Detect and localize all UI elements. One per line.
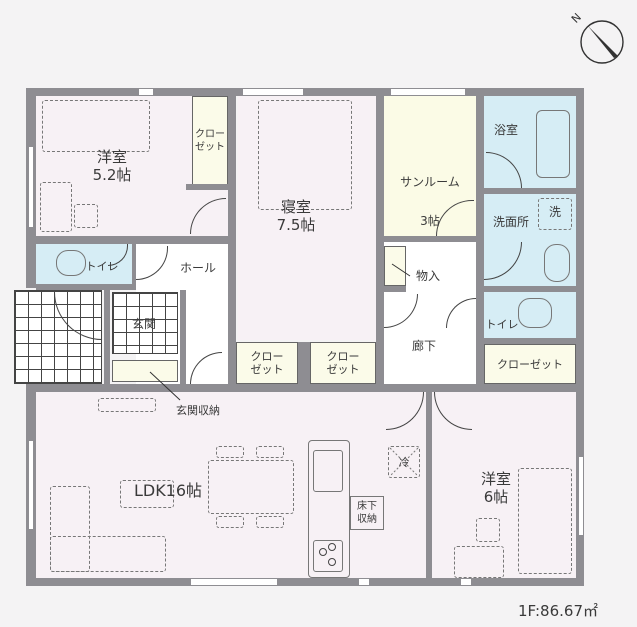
toilet-fixture-1	[56, 250, 86, 276]
label-storage: 物入	[415, 269, 440, 283]
closet-2	[236, 342, 298, 384]
wall-int-15	[186, 184, 228, 190]
label-closet-4: クローゼット	[497, 358, 563, 371]
label-toilet-1: トイレ	[85, 260, 119, 273]
room-size: 5.2帖	[92, 166, 132, 184]
fridge-mark: 冷	[398, 456, 410, 469]
window-top-2	[242, 88, 304, 96]
kitchen-sink	[313, 450, 343, 492]
window-right-1	[578, 456, 584, 536]
entrance-tiles	[112, 292, 178, 354]
room-name: サンルーム	[400, 175, 460, 189]
label-bedroom: 寝室 7.5帖	[256, 198, 336, 234]
window-left-2	[28, 440, 34, 530]
dining-chair-1	[216, 446, 244, 458]
window-bottom-1	[190, 578, 278, 586]
label-bathroom: 浴室	[493, 123, 518, 137]
washbasin	[544, 244, 570, 282]
label-underfloor-storage: 床下 収納	[357, 501, 377, 525]
bed-1	[42, 100, 150, 152]
wall-int-9	[26, 384, 584, 392]
label-hall: ホール	[179, 261, 216, 275]
window-bottom-2	[358, 578, 370, 586]
wall-int-4	[36, 236, 228, 244]
dining-table	[208, 460, 294, 514]
wall-int-5	[384, 236, 476, 242]
bathtub	[536, 110, 570, 178]
compass: N	[568, 8, 624, 64]
wall-int-3	[476, 88, 484, 392]
underfloor-storage-box	[350, 496, 384, 530]
desk-2	[454, 546, 504, 578]
room-size: 7.5帖	[276, 216, 316, 234]
label-closet-1: クロー ゼット	[195, 129, 225, 153]
dining-chair-3	[216, 516, 244, 528]
chair-2	[476, 518, 500, 542]
coffee-table	[120, 480, 174, 508]
label-western-1: 洋室 5.2帖	[72, 148, 152, 184]
kitchen-counter	[308, 440, 350, 578]
wall-right	[576, 88, 584, 586]
bed-double	[258, 100, 352, 210]
fridge-space	[388, 446, 420, 478]
room-ldk	[36, 392, 426, 578]
wall-int-10	[426, 392, 432, 578]
room-size: 6帖	[483, 488, 509, 506]
north-arrow-icon: N	[569, 11, 624, 64]
wall-bottom	[26, 578, 584, 586]
chair-1	[74, 204, 98, 228]
floor-area: 1F:86.67㎡	[517, 602, 598, 620]
bed-2	[518, 468, 572, 574]
room-name: 寝室	[280, 198, 311, 216]
dining-chair-2	[256, 446, 284, 458]
window-bottom-3	[460, 578, 472, 586]
washing-machine	[538, 198, 572, 230]
wall-int-2	[376, 88, 384, 384]
room-bedroom	[238, 96, 378, 340]
wall-top	[26, 88, 584, 96]
wall-int-6	[484, 188, 576, 194]
sofa-seat	[50, 536, 166, 572]
room-toilet-2	[484, 292, 576, 338]
label-corridor: 廊下	[411, 339, 436, 353]
label-closet-3: クロー ゼット	[326, 350, 360, 376]
wall-int-11	[132, 244, 136, 284]
closet-4	[484, 344, 576, 384]
label-toilet-2: トイレ	[485, 318, 519, 331]
wall-int-17	[298, 342, 310, 384]
label-western-2: 洋室 6帖	[466, 470, 526, 506]
wall-int-13	[104, 290, 110, 384]
toilet-fixture-2	[518, 298, 552, 328]
wall-int-7	[484, 286, 576, 292]
label-entrance-storage: 玄関収納	[176, 404, 220, 417]
label-entrance: 玄関	[131, 317, 156, 331]
room-name: 洋室	[96, 148, 127, 166]
window-left-1	[28, 146, 34, 228]
closet-1	[192, 96, 228, 186]
room-name: 洋室	[480, 470, 511, 488]
entrance-storage-icon	[98, 398, 156, 412]
dining-chair-4	[256, 516, 284, 528]
wall-int-1	[228, 88, 236, 384]
closet-3	[310, 342, 376, 384]
label-washroom: 洗面所	[492, 215, 529, 229]
wall-int-14	[180, 290, 186, 384]
label-closet-2: クロー ゼット	[250, 350, 284, 376]
wall-int-16	[384, 286, 406, 292]
wall-int-8	[484, 338, 576, 344]
room-size: 3帖	[420, 214, 440, 228]
washer-mark: 洗	[548, 205, 561, 219]
stove	[313, 540, 343, 572]
label-ldk: LDK16帖	[133, 481, 203, 500]
entrance-storage-shelf	[112, 360, 178, 382]
window-top-1	[138, 88, 154, 96]
desk-1	[40, 182, 72, 232]
label-sunroom: サンルーム 3帖	[384, 150, 476, 254]
wall-int-12	[36, 284, 136, 290]
window-top-3	[390, 88, 466, 96]
